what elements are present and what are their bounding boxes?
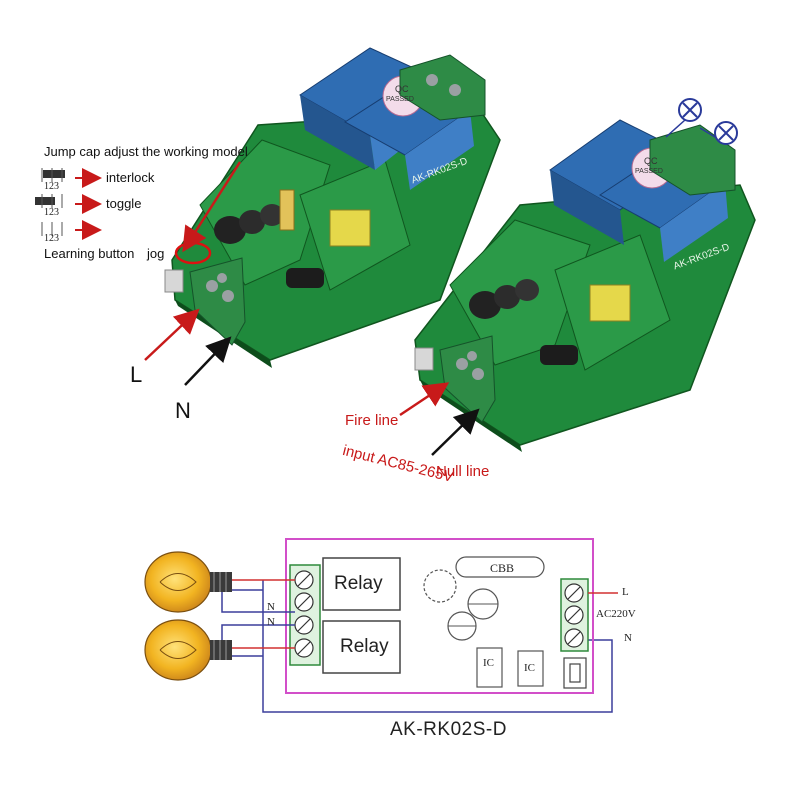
jumper-pins-label-1: 123 <box>44 181 59 192</box>
schematic-model-label: AK-RK02S-D <box>390 719 507 740</box>
left-terminal-top <box>399 54 486 121</box>
right-output-lamps <box>665 98 738 145</box>
mode-interlock-label: interlock <box>106 170 155 185</box>
arrow-jumper <box>182 161 242 253</box>
right-relay-passed-stamp: PASSED <box>635 168 663 175</box>
learning-button-label: Learning button <box>44 246 135 261</box>
mode-toggle-label: toggle <box>106 196 142 211</box>
cbb-capacitor <box>455 556 545 578</box>
schematic-l-label: L <box>622 586 629 598</box>
right-relay-qc-stamp: QC <box>644 156 658 166</box>
jog-label: jog <box>147 246 165 261</box>
left-terminal-input <box>189 257 246 346</box>
board-frame <box>285 538 594 694</box>
left-transformer <box>329 209 371 247</box>
left-capacitor <box>286 268 324 288</box>
jumper-pins-label-2: 123 <box>44 207 59 218</box>
left-coil-components <box>214 189 295 244</box>
relay-1-label: Relay <box>334 573 383 594</box>
buzzer-component <box>423 569 457 603</box>
jumper-pins-label-3: 123 <box>44 233 59 244</box>
jumper-pin-icons <box>35 168 65 236</box>
supply-voltage-label: AC220V <box>596 608 636 620</box>
terminal-l-label: L <box>130 362 143 387</box>
left-learning-button <box>164 269 184 293</box>
relay-1-box <box>322 557 401 611</box>
bulb-2-neutral-wire <box>221 624 295 640</box>
ic-1-box <box>476 647 503 688</box>
n-return-wire <box>262 580 613 713</box>
bulb-2-neutral-label: N <box>267 616 275 628</box>
left-relay-passed-stamp: PASSED <box>386 96 414 103</box>
null-line-label: Null line <box>436 463 490 480</box>
ic-1-label: IC <box>483 657 494 669</box>
ic-2-label: IC <box>524 662 535 674</box>
bulb-1 <box>144 551 232 613</box>
ic-2-box <box>517 650 544 687</box>
fire-line-label: Fire line <box>345 412 399 429</box>
bulb-1-neutral-label: N <box>267 601 275 613</box>
jumper-header-label: Jump cap adjust the working model <box>44 144 248 159</box>
wiring-schematic <box>144 538 618 713</box>
arrow-n <box>184 336 232 386</box>
right-relay-board <box>414 98 756 452</box>
schematic-n-label: N <box>624 632 632 644</box>
arrow-fire-line <box>399 382 450 417</box>
arrow-null-line <box>431 408 480 456</box>
bulb-1-neutral-wire <box>221 592 295 613</box>
cbb-label: CBB <box>490 561 515 575</box>
left-relay-qc-stamp: QC <box>395 84 409 94</box>
terminal-n-label: N <box>175 398 191 423</box>
bulb-2 <box>144 619 232 681</box>
relay-2-label: Relay <box>340 636 389 657</box>
relay-2-box <box>322 620 401 674</box>
arrow-l <box>144 308 200 361</box>
left-relay-board <box>164 47 501 368</box>
